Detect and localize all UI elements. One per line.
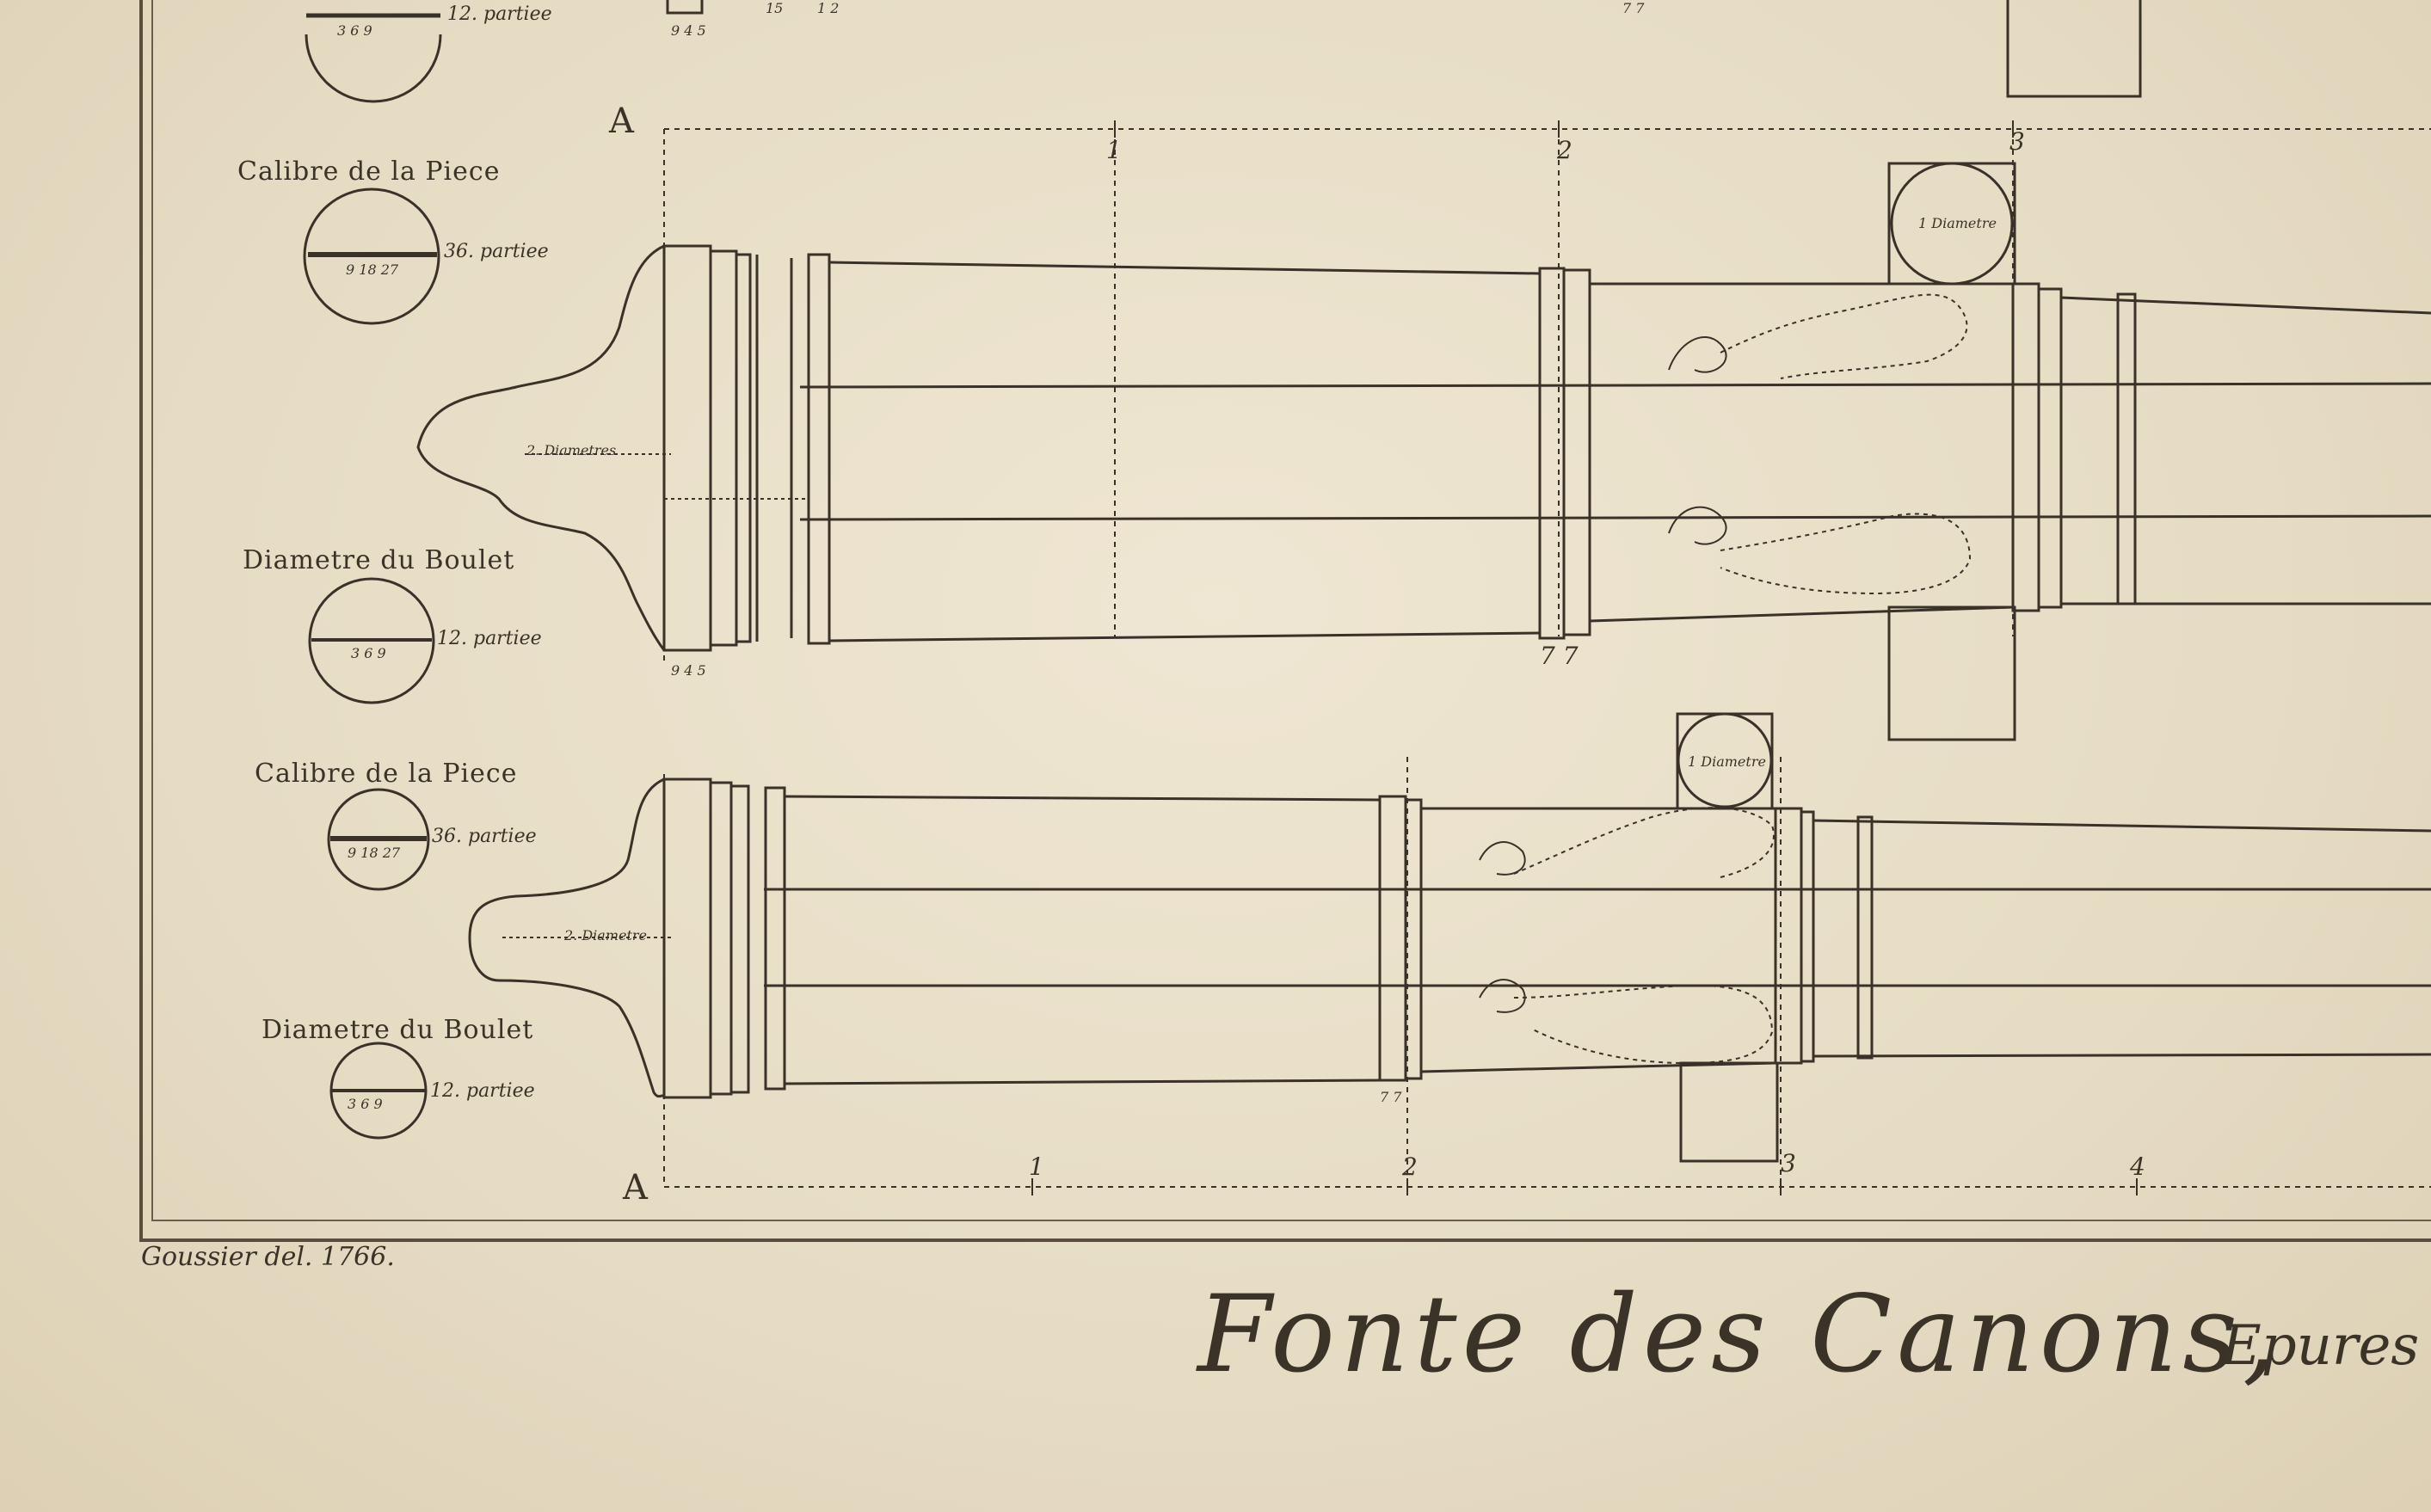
calibre-ticks-top: 9 18 27 [346,261,399,278]
top-twelve: 1 2 [817,0,840,16]
cascabel-diameter-bottom: 2. Diametre [564,927,648,943]
scale-circle-calibre-bottom [327,788,430,891]
boulet-caption-top: Diametre du Boulet [243,545,515,575]
boulet-parts-top: 12. partiee [437,628,542,649]
cascabel-diameters-top: 2. Diametres [526,442,617,458]
plate-frame-inner [151,0,2431,1221]
breech-numbers-top: 9 4 5 [671,662,706,679]
trunnion-diameter-bottom: 1 Diametre [1688,753,1766,770]
bottom-ruler-1: 1 [1029,1152,1044,1181]
engraver-signature: Goussier del. 1766. [141,1242,395,1272]
boulet-ticks-bottom: 3 6 9 [348,1096,383,1112]
boulet-parts-bottom: 12. partiee [430,1080,535,1102]
top-ruler-1: 1 [1106,136,1122,164]
bottom-ruler-2: 2 [1402,1152,1418,1181]
cannon-top [416,162,2431,741]
plate-title: Fonte des Canons, [1197,1273,2282,1397]
calibre-parts-bottom: 36. partiee [432,826,537,847]
scale-circle-boulet-bottom [329,1042,428,1140]
bottom-ruler-3: 3 [1781,1149,1796,1177]
corner-marker-bottom: A [623,1168,648,1208]
trunnion-diameter-top: 1 Diametre [1918,215,1997,231]
scale-circle-top-partial [305,13,442,103]
partial-scale-ticks: 3 6 9 [337,22,372,39]
plate-frame-outer [139,0,2431,1242]
ruler-ticks [1031,120,2138,1195]
boulet-caption-bottom: Diametre du Boulet [262,1015,534,1045]
top-ruler-3: 3 [2009,127,2025,156]
corner-marker-top: A [609,101,634,141]
scale-circle-calibre-top [303,187,440,325]
bottom-reference-lines [663,757,2431,1188]
plate-subtitle: Epures [2221,1314,2420,1378]
top-fifteen: 15 [766,0,784,16]
cannon-bottom [468,712,2431,1163]
partial-scale-parts-label: 12. partiee [447,3,552,25]
band-seven-top: 7 7 [1540,642,1579,670]
top-seven: 7 7 [1622,0,1645,16]
calibre-caption-top: Calibre de la Piece [237,157,501,187]
bottom-ruler-4: 4 [2130,1152,2145,1181]
calibre-parts-top: 36. partiee [444,241,549,262]
scale-circle-boulet-top [308,577,435,704]
top-small-numbers: 9 4 5 [671,22,706,39]
top-right-rectangle [2006,0,2142,98]
calibre-ticks-bottom: 9 18 27 [348,845,401,861]
top-detail-box [666,0,704,15]
boulet-ticks-top: 3 6 9 [351,645,386,661]
top-reference-lines [663,128,2431,662]
calibre-caption-bottom: Calibre de la Piece [255,759,518,789]
band-seven-bottom: 7 7 [1380,1089,1402,1105]
top-ruler-2: 2 [1557,136,1572,164]
